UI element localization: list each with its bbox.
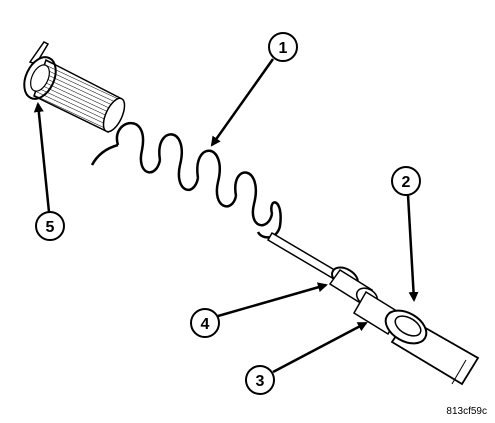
lower-spring-seat <box>384 309 428 345</box>
callout-3: 3 <box>245 321 368 395</box>
upper-mount-bumper <box>23 41 126 134</box>
figure-reference-code: 813cf59c <box>446 406 487 417</box>
callout-4: 4 <box>190 282 328 338</box>
coil-spring <box>90 121 282 239</box>
callout-1-label: 1 <box>279 40 288 57</box>
callout-5-label: 5 <box>46 219 55 236</box>
callout-5: 5 <box>33 102 65 241</box>
callout-4-label: 4 <box>201 316 210 333</box>
callout-2-label: 2 <box>402 174 411 191</box>
piston-rod <box>266 231 340 281</box>
callout-2: 2 <box>391 166 421 302</box>
callout-3-label: 3 <box>256 373 265 390</box>
callout-1: 1 <box>210 32 298 147</box>
